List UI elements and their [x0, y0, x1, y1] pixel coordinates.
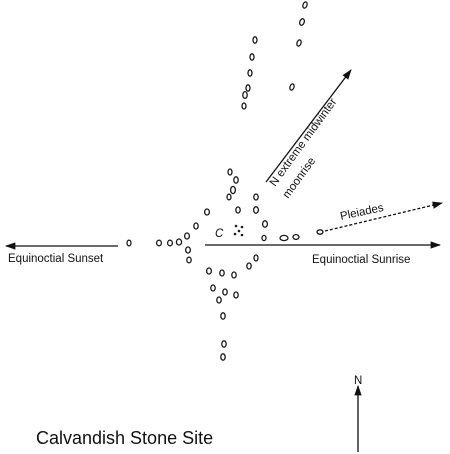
stone: [219, 269, 225, 277]
dot: [233, 232, 237, 236]
stone: [235, 206, 241, 214]
stone: [316, 229, 324, 235]
central-dot-cluster: [233, 224, 244, 237]
stone: [166, 239, 174, 247]
stones-central-ring: [193, 168, 269, 262]
stone: [203, 208, 211, 216]
stone: [245, 84, 251, 92]
stone: [252, 206, 260, 214]
stone: [222, 288, 228, 296]
stone: [246, 262, 252, 270]
stone: [261, 234, 267, 242]
center-mark-label: C: [215, 228, 224, 240]
stone: [298, 18, 306, 26]
stone: [220, 353, 226, 361]
stone: [289, 83, 295, 91]
stone: [226, 193, 232, 201]
stone: [186, 256, 192, 264]
stones-east-row: [279, 229, 324, 242]
stone: [296, 39, 302, 47]
stone: [227, 168, 233, 176]
stones-northeast-left: [241, 36, 258, 110]
stone: [184, 246, 192, 254]
stone: [231, 271, 237, 279]
sunrise-label: Equinoctial Sunrise: [312, 254, 410, 266]
stone: [183, 232, 191, 240]
stones-northeast-right: [289, 1, 308, 91]
pleiades-label: Pleiades: [339, 202, 385, 223]
stone: [126, 239, 132, 247]
stone: [216, 296, 222, 304]
dot: [237, 229, 241, 233]
stone: [193, 222, 199, 230]
dot: [240, 233, 244, 237]
moonrise-arrow: [265, 69, 352, 183]
stones-south-row: [205, 262, 252, 361]
stone: [279, 234, 289, 242]
stone: [241, 102, 247, 110]
stone: [221, 340, 227, 348]
stone: [220, 312, 226, 320]
stone: [253, 254, 259, 262]
stone: [210, 284, 216, 292]
stone: [233, 176, 239, 184]
dot: [240, 225, 244, 229]
stone: [175, 238, 183, 246]
stone: [253, 193, 259, 201]
stone: [247, 69, 253, 77]
sunset-label: Equinoctial Sunset: [8, 253, 104, 265]
site-title: Calvandish Stone Site: [36, 428, 213, 448]
stone: [229, 185, 237, 195]
stone: [249, 53, 255, 61]
stone: [205, 267, 213, 275]
stone: [302, 1, 308, 9]
stone: [261, 220, 269, 228]
stone: [252, 36, 258, 44]
north-label: N: [354, 375, 362, 387]
stone: [292, 233, 300, 241]
stone: [155, 239, 163, 247]
stone: [242, 90, 248, 100]
stones-west-row: [126, 232, 192, 264]
stone: [233, 291, 239, 299]
pleiades-arrow: [324, 201, 444, 232]
dot: [234, 224, 238, 228]
